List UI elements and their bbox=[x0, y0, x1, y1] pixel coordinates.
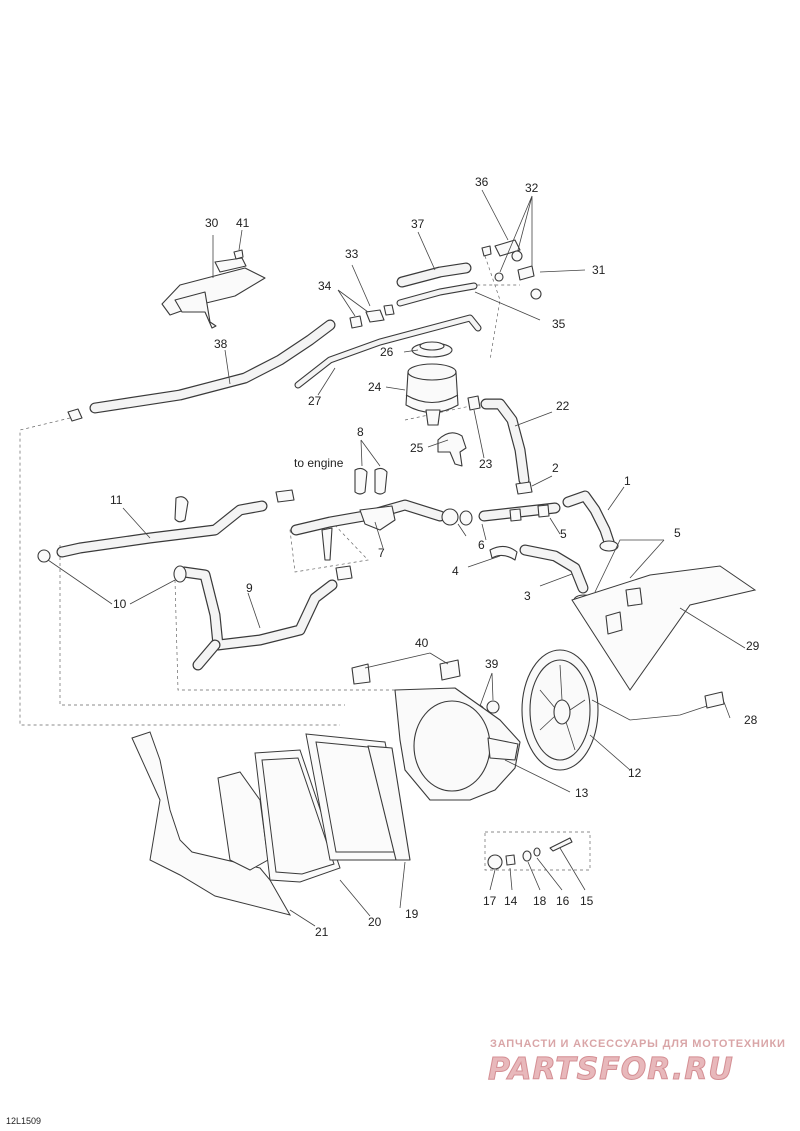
hose-22 bbox=[480, 398, 530, 486]
clamp-2 bbox=[515, 481, 533, 495]
callout-28: 28 bbox=[744, 713, 758, 727]
callout-24: 24 bbox=[368, 380, 382, 394]
callout-3: 3 bbox=[524, 589, 531, 603]
callout-40: 40 bbox=[415, 636, 429, 650]
hardware-14-18 bbox=[487, 837, 573, 870]
watermark-logo: PARTSFOR.RU bbox=[488, 1052, 734, 1088]
callout-20: 20 bbox=[368, 915, 382, 929]
bracket-30 bbox=[161, 257, 266, 329]
callout-2: 2 bbox=[552, 461, 559, 475]
hose-6 bbox=[459, 502, 561, 526]
radiator-19 bbox=[305, 733, 411, 861]
callout-5b: 5 bbox=[674, 526, 681, 540]
callout-23: 23 bbox=[479, 457, 493, 471]
clamp-23 bbox=[467, 395, 481, 411]
watermark: ЗАПЧАСТИ И АКСЕССУАРЫ ДЛЯ МОТОТЕХНИКИ PA… bbox=[468, 1030, 788, 1090]
watermark-tagline: ЗАПЧАСТИ И АКСЕССУАРЫ ДЛЯ МОТОТЕХНИКИ bbox=[490, 1038, 786, 1050]
callout-14: 14 bbox=[504, 894, 518, 908]
hose-38 bbox=[67, 319, 336, 422]
callout-7: 7 bbox=[378, 546, 385, 560]
callout-25: 25 bbox=[410, 441, 424, 455]
hose-35 bbox=[396, 282, 478, 307]
hose-37 bbox=[396, 262, 472, 288]
assembly-dashed-lines bbox=[19, 255, 591, 871]
callout-31: 31 bbox=[592, 263, 606, 277]
callout-6: 6 bbox=[478, 538, 485, 552]
callout-27: 27 bbox=[308, 394, 322, 408]
callout-1: 1 bbox=[624, 474, 631, 488]
callout-4: 4 bbox=[452, 564, 459, 578]
pipe-7 bbox=[290, 499, 459, 561]
hose-11 bbox=[37, 500, 268, 563]
callout-labels: 1 2 3 4 5 5 6 7 8 9 10 11 12 13 14 15 16… bbox=[110, 175, 760, 939]
callout-16: 16 bbox=[556, 894, 570, 908]
clamp-4 bbox=[489, 545, 518, 561]
fittings-31-32-36 bbox=[481, 239, 542, 300]
callout-32: 32 bbox=[525, 181, 539, 195]
callout-22: 22 bbox=[556, 399, 570, 413]
screw-41 bbox=[233, 249, 244, 260]
callout-36: 36 bbox=[475, 175, 489, 189]
callout-38: 38 bbox=[214, 337, 228, 351]
clamps-8 bbox=[174, 467, 388, 523]
expansion-tank-24 bbox=[405, 363, 459, 426]
callout-8: 8 bbox=[357, 425, 364, 439]
panel-21 bbox=[131, 731, 292, 916]
callout-35: 35 bbox=[552, 317, 566, 331]
bracket-25 bbox=[437, 432, 467, 467]
callout-15: 15 bbox=[580, 894, 594, 908]
brackets-40 bbox=[351, 659, 461, 685]
hose-9 bbox=[173, 565, 353, 671]
diagram-code: 12L1509 bbox=[6, 1116, 42, 1126]
to-engine-note: to engine bbox=[294, 456, 344, 470]
cap-26 bbox=[411, 341, 453, 358]
callout-30: 30 bbox=[205, 216, 219, 230]
callout-34: 34 bbox=[318, 279, 332, 293]
fittings-33-34 bbox=[349, 304, 395, 329]
fan-shroud-13 bbox=[394, 687, 521, 801]
callout-17: 17 bbox=[483, 894, 497, 908]
callout-33: 33 bbox=[345, 247, 359, 261]
hose-1 bbox=[562, 490, 619, 552]
callout-39: 39 bbox=[485, 657, 499, 671]
hose-27 bbox=[294, 314, 482, 389]
panel-29 bbox=[571, 565, 757, 691]
callout-9: 9 bbox=[246, 581, 253, 595]
fan-12 bbox=[521, 649, 599, 771]
core-20 bbox=[254, 749, 341, 883]
callout-37: 37 bbox=[411, 217, 425, 231]
callout-18: 18 bbox=[533, 894, 547, 908]
callout-12: 12 bbox=[628, 766, 642, 780]
callout-26: 26 bbox=[380, 345, 394, 359]
callout-29: 29 bbox=[746, 639, 760, 653]
leader-lines bbox=[47, 189, 746, 927]
callout-21: 21 bbox=[315, 925, 329, 939]
callout-5a: 5 bbox=[560, 527, 567, 541]
fan-wire-28 bbox=[591, 691, 725, 721]
callout-10: 10 bbox=[113, 597, 127, 611]
callout-19: 19 bbox=[405, 907, 419, 921]
callout-41: 41 bbox=[236, 216, 250, 230]
callout-13: 13 bbox=[575, 786, 589, 800]
callout-11: 11 bbox=[110, 493, 123, 507]
